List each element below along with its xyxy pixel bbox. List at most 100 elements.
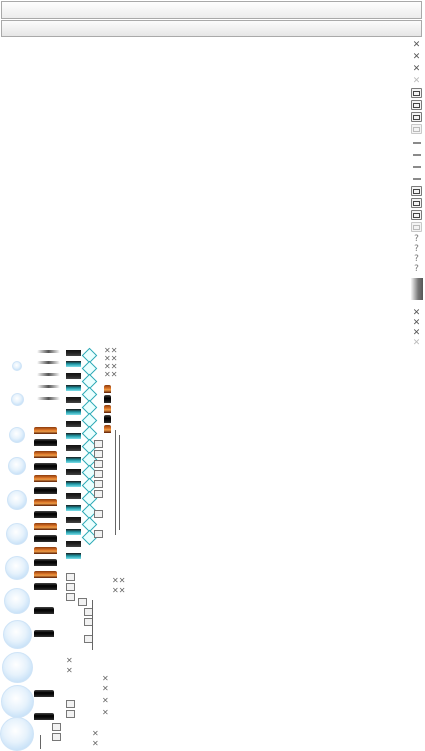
checkbox-sprite [94, 530, 103, 538]
minimize-icon[interactable] [411, 162, 422, 172]
tab-sprite [34, 451, 57, 458]
close-icon: ✕✕ [104, 362, 118, 371]
close-icon: ✕ [66, 656, 73, 665]
maximize-icon[interactable] [411, 112, 422, 122]
close-icon: ✕✕ [112, 586, 126, 595]
close-icon: ✕✕ [104, 370, 118, 379]
maximize-icon[interactable] [411, 88, 422, 98]
tab-sprite [34, 583, 57, 590]
tab-sprite [34, 547, 57, 554]
tab-sprite [37, 373, 60, 376]
close-icon: ✕ [102, 708, 109, 717]
button-sprite [66, 445, 81, 451]
glow-orb-icon [5, 556, 29, 580]
divider-line [40, 735, 41, 749]
maximize-icon[interactable] [411, 100, 422, 110]
window-toolbar [1, 20, 422, 37]
button-sprite [66, 493, 81, 499]
button-sprite [66, 373, 81, 379]
glow-orb-icon [1, 685, 34, 718]
button-sprite [66, 409, 81, 415]
close-icon: ✕✕ [112, 576, 126, 585]
help-icon[interactable] [411, 244, 422, 254]
button-sprite [66, 481, 81, 487]
close-icon: ✕ [92, 739, 99, 748]
button-sprite [66, 397, 81, 403]
glow-orb-icon [11, 393, 24, 406]
button-sprite [66, 553, 81, 559]
maximize-icon [411, 124, 422, 134]
button-sprite [66, 505, 81, 511]
window-titlebar [1, 1, 422, 19]
help-icon[interactable] [411, 254, 422, 264]
close-icon [411, 338, 422, 348]
close-icon[interactable] [411, 328, 422, 338]
close-icon: ✕ [102, 684, 109, 693]
tab-sprite [34, 571, 57, 578]
glow-orb-icon [7, 490, 27, 510]
button-sprite [66, 433, 81, 439]
checkbox-sprite [94, 490, 103, 498]
close-icon[interactable] [411, 52, 422, 62]
button-sprite [66, 541, 81, 547]
checkbox-sprite [52, 723, 61, 731]
tab-sprite [37, 385, 60, 388]
checkbox-sprite [94, 460, 103, 468]
tab-sprite [34, 463, 57, 470]
close-icon[interactable] [411, 308, 422, 318]
button-sprite [66, 457, 81, 463]
close-icon: ✕ [102, 696, 109, 705]
tab-sprite [34, 511, 57, 518]
help-icon[interactable] [411, 234, 422, 244]
button-sprite [66, 529, 81, 535]
button-sprite [66, 361, 81, 367]
close-icon: ✕✕ [104, 346, 118, 355]
checkbox-sprite [66, 700, 75, 708]
tab-sprite [34, 535, 57, 542]
checkbox-sprite [66, 573, 75, 581]
button-sprite [66, 385, 81, 391]
tab-sprite [37, 361, 60, 364]
tab-sprite [34, 630, 54, 637]
close-icon: ✕ [92, 729, 99, 738]
tab-sprite [34, 439, 57, 446]
close-icon[interactable] [411, 318, 422, 328]
tab-sprite [34, 499, 57, 506]
tab-sprite [34, 607, 54, 614]
tab-sprite [104, 385, 111, 393]
close-icon: ✕ [66, 666, 73, 675]
checkbox-sprite [94, 510, 103, 518]
glow-orb-icon [8, 457, 26, 475]
minimize-icon [411, 174, 422, 184]
tab-sprite [104, 415, 111, 423]
restore-icon[interactable] [411, 186, 422, 196]
tab-sprite [34, 713, 54, 720]
button-sprite [66, 350, 81, 356]
tab-sprite [34, 523, 57, 530]
minimize-icon[interactable] [411, 138, 422, 148]
tab-sprite [37, 397, 60, 400]
glow-orb-icon [6, 523, 28, 545]
close-icon[interactable] [411, 64, 422, 74]
restore-icon[interactable] [411, 198, 422, 208]
tab-sprite [34, 427, 57, 434]
close-icon[interactable] [411, 40, 422, 50]
tab-sprite [34, 690, 54, 697]
minimize-icon[interactable] [411, 150, 422, 160]
divider-line [119, 435, 120, 530]
button-sprite [66, 421, 81, 427]
checkbox-sprite [94, 440, 103, 448]
glow-orb-icon [4, 588, 30, 614]
button-sprite [66, 469, 81, 475]
checkbox-sprite [94, 480, 103, 488]
close-icon: ✕ [102, 674, 109, 683]
tab-sprite [104, 405, 111, 413]
resize-grip-icon[interactable] [411, 290, 423, 300]
tab-sprite [37, 350, 60, 353]
glow-orb-icon [0, 717, 34, 751]
checkbox-sprite [66, 583, 75, 591]
glow-orb-icon [3, 620, 32, 649]
restore-icon[interactable] [411, 210, 422, 220]
divider-line [92, 600, 93, 650]
divider-line [115, 430, 116, 535]
